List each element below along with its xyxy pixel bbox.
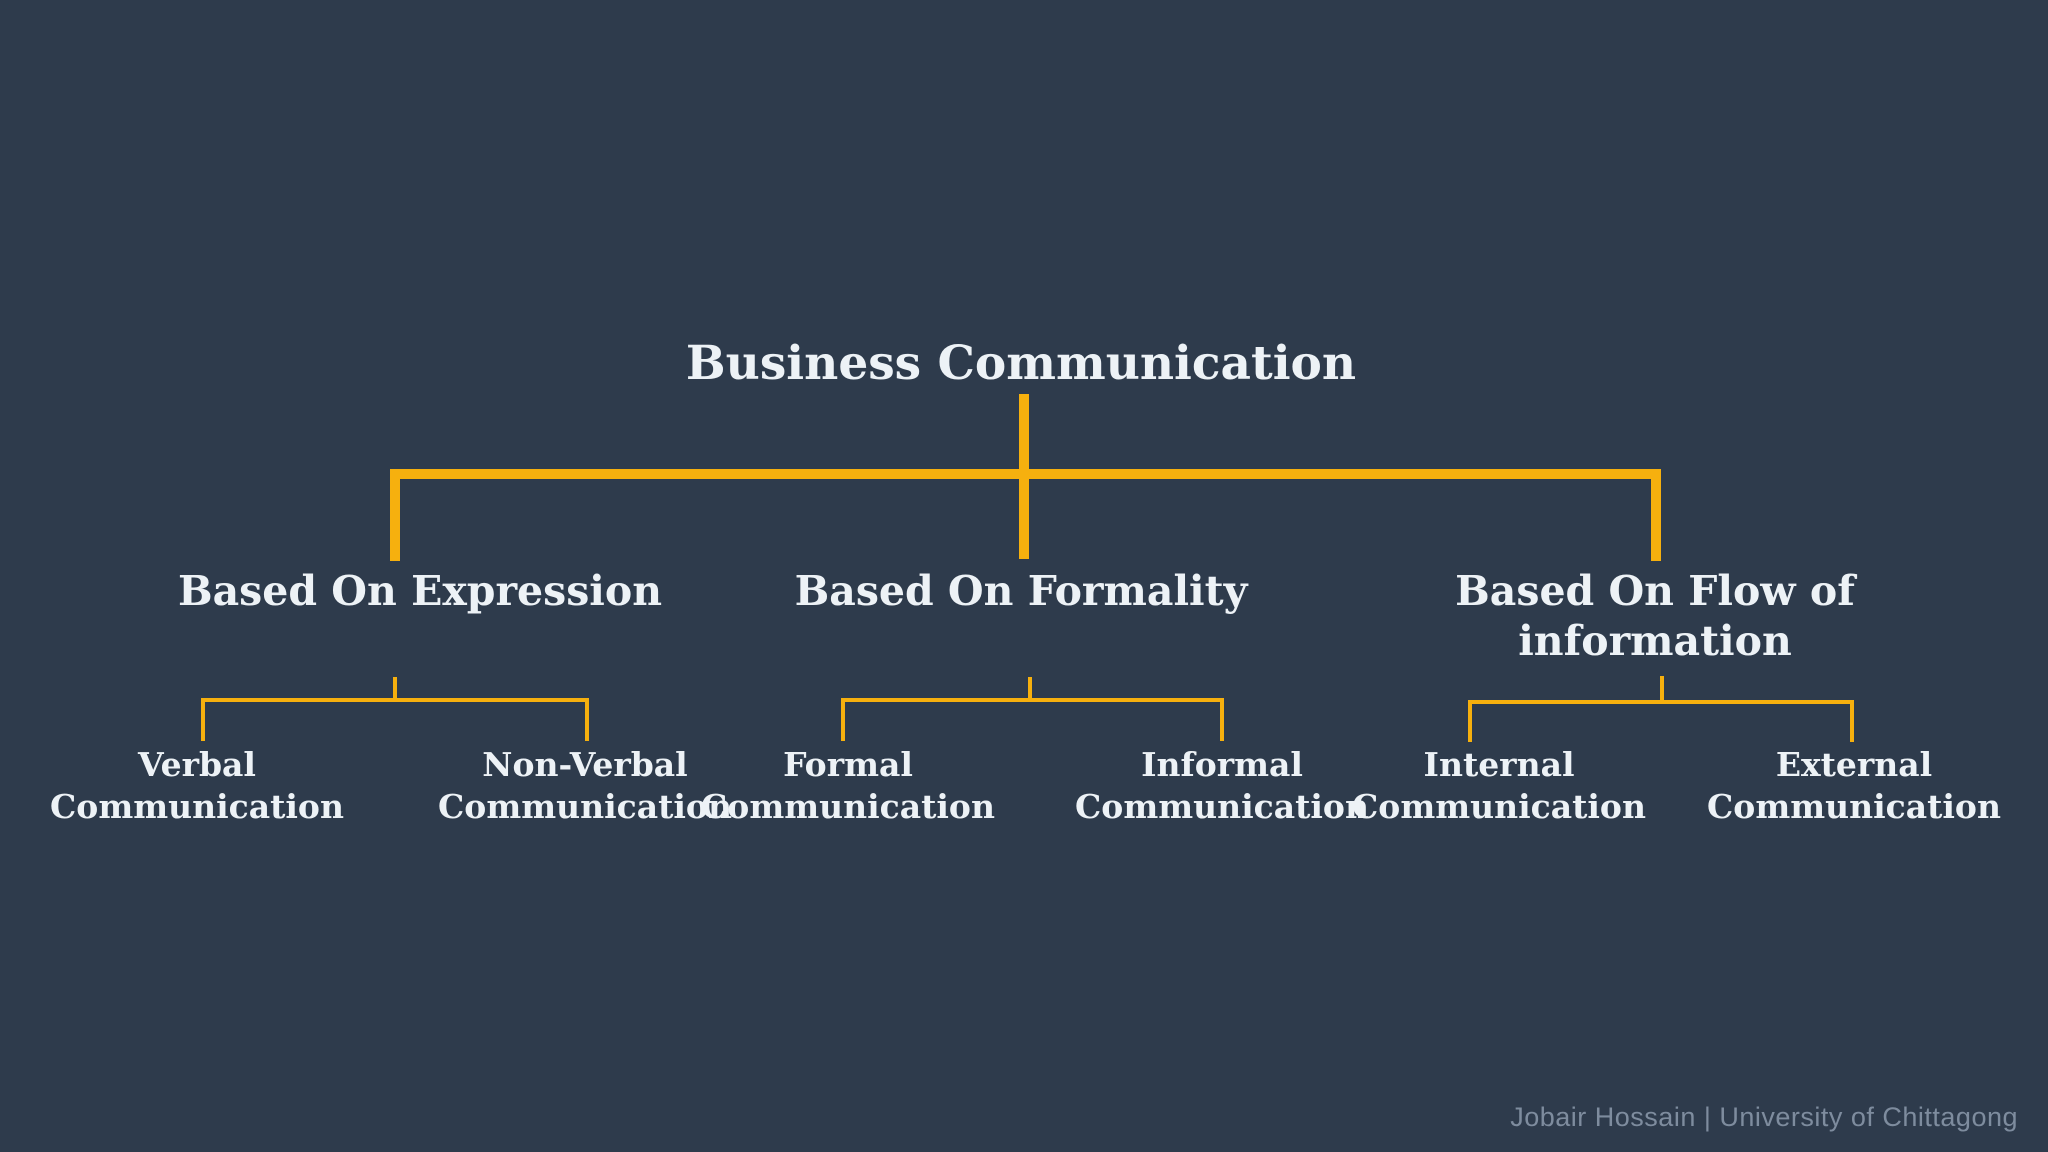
leaf-node-informal-communication: Informal Communication [1075, 745, 1369, 826]
connector-branch2-bracket [841, 698, 1224, 741]
leaf-node-formal-communication: Formal Communication [701, 745, 995, 826]
branch-node-formality: Based On Formality [794, 567, 1248, 615]
leaf-node-non-verbal-communication: Non-Verbal Communication [438, 745, 732, 826]
author-credit: Jobair Hossain | University of Chittagon… [1510, 1102, 2018, 1132]
leaf-node-verbal-communication: Verbal Communication [50, 745, 344, 826]
branch-node-expression: Based On Expression [177, 567, 663, 615]
root-node-business-communication: Business Communication [685, 336, 1357, 391]
leaf-node-internal-communication: Internal Communication [1352, 745, 1646, 826]
leaf-node-external-communication: External Communication [1707, 745, 2001, 826]
connector-branch3-bracket [1468, 700, 1854, 742]
connector-branch1-bracket [201, 698, 589, 741]
branch-node-flow-of-information: Based On Flow of information [1455, 567, 1855, 666]
connector-main-bracket [390, 469, 1661, 561]
